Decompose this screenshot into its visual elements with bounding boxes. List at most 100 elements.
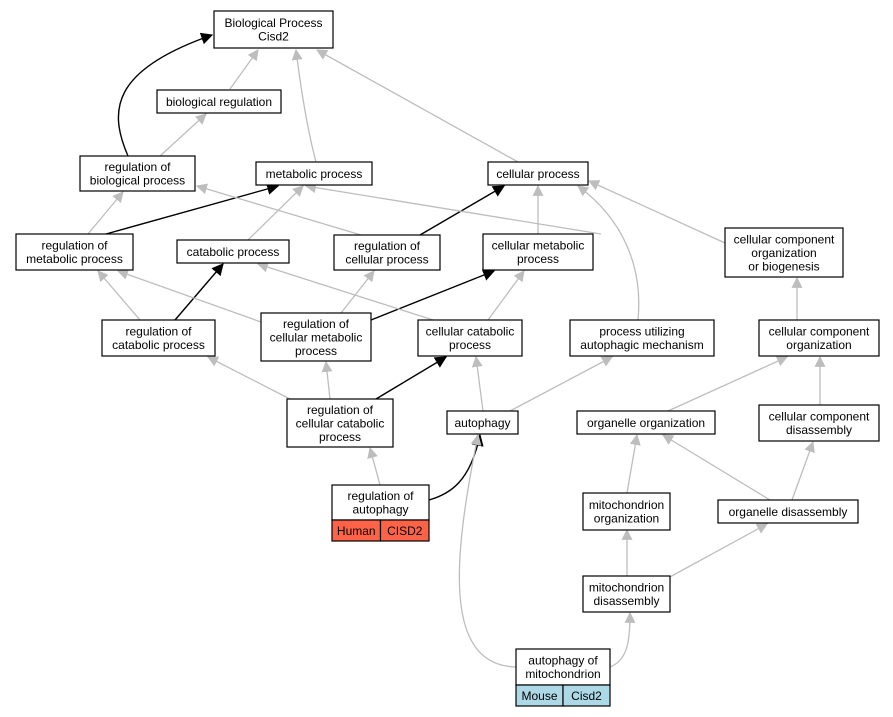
edge-arrow: [207, 356, 291, 400]
edge-arrow: [367, 446, 381, 486]
node-label: process: [295, 344, 337, 358]
edge-arrow: [667, 356, 789, 412]
node-box: [333, 234, 441, 271]
edge-arrow: [662, 434, 771, 501]
node-label: cellular process: [345, 253, 428, 267]
edge-arrow: [304, 182, 602, 235]
node-label: biological process: [90, 174, 185, 188]
node-box: [717, 499, 859, 524]
node-label: autophagy of: [528, 654, 598, 668]
node-label: regulation of: [104, 160, 171, 174]
edge-arrow: [626, 433, 641, 494]
go-term-node-organelle-organization[interactable]: organelle organization: [576, 410, 716, 435]
go-term-node-organelle-disassembly[interactable]: organelle disassembly: [717, 499, 859, 524]
node-box: [569, 319, 715, 357]
node-box: [482, 233, 594, 271]
gene-label: CISD2: [387, 524, 423, 538]
go-term-node-cellular-process[interactable]: cellular process: [487, 161, 589, 186]
node-label: biological regulation: [166, 95, 272, 109]
node-label: mitochondrion: [589, 498, 664, 512]
node-label: mitochondrion: [589, 581, 664, 595]
edge-arrow: [375, 356, 448, 400]
edge-arrow: [174, 263, 224, 321]
species-label: Mouse: [521, 689, 557, 703]
node-box: [576, 410, 716, 435]
node-label: mitochondrion: [525, 667, 600, 681]
node-label: process: [449, 338, 491, 352]
node-box: [213, 10, 334, 49]
go-term-node-catabolic-process[interactable]: catabolic process: [176, 239, 290, 264]
node-box: [286, 398, 394, 448]
node-label: catabolic process: [187, 245, 280, 259]
edge-arrow: [316, 49, 519, 163]
edge-arrow: [667, 523, 768, 579]
node-label: Biological Process: [224, 16, 322, 30]
edge-arrow: [458, 433, 517, 668]
edge-arrow: [195, 183, 362, 236]
node-box: [260, 312, 372, 362]
node-label: metabolic process: [266, 167, 363, 181]
edge-arrow: [117, 32, 214, 157]
node-label: organization: [786, 338, 851, 352]
node-label: process: [517, 252, 559, 266]
edge-arrow: [116, 269, 262, 323]
node-label: organelle disassembly: [729, 505, 848, 519]
node-label: organization: [751, 246, 816, 260]
edge-arrow: [487, 270, 525, 321]
node-label: cellular component: [734, 232, 835, 246]
edge-arrow: [105, 183, 280, 235]
node-box: [156, 89, 282, 114]
node-label: cellular catabolic: [426, 325, 515, 339]
node-box: [758, 319, 880, 357]
node-label: disassembly: [786, 423, 852, 437]
node-label: regulation of: [41, 239, 108, 253]
node-box: [255, 161, 373, 186]
edge-arrow: [609, 611, 636, 668]
node-label: organization: [594, 512, 659, 526]
edge-arrow: [419, 185, 506, 236]
gene-badge: [379, 519, 430, 542]
edge-arrow: [229, 49, 259, 90]
go-term-node-autophagy[interactable]: autophagy: [446, 410, 519, 435]
node-label: cellular metabolic: [270, 330, 363, 344]
node-label: regulation of: [347, 489, 414, 503]
edge-arrow: [256, 261, 434, 321]
node-label: cellular process: [496, 167, 579, 181]
node-label: regulation of: [307, 403, 374, 417]
node-box: [79, 155, 196, 192]
edge-arrow: [428, 433, 484, 501]
gene-label: Cisd2: [571, 689, 602, 703]
edges-layer: [87, 32, 826, 668]
node-box: [15, 233, 134, 271]
node-label: autophagy: [454, 416, 510, 430]
node-label: cellular catabolic: [296, 416, 385, 430]
edge-arrow: [471, 355, 484, 412]
edge-arrow: [370, 269, 496, 321]
edge-arrow: [340, 270, 375, 314]
node-label: process utilizing: [599, 325, 684, 339]
node-box: [487, 161, 589, 186]
go-term-node-biological-regulation[interactable]: biological regulation: [156, 89, 282, 114]
edge-arrow: [87, 191, 124, 235]
go-term-node-metabolic-process[interactable]: metabolic process: [255, 161, 373, 186]
node-label: organelle organization: [587, 416, 705, 430]
